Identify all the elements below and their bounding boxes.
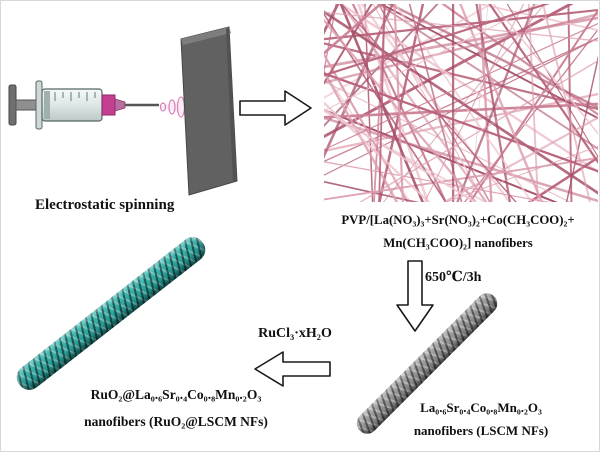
electrospinning-label: Electrostatic spinning	[35, 197, 175, 213]
syringe-icon	[8, 80, 159, 130]
hollow-arrow-right-icon	[239, 90, 312, 126]
mesh-caption-line1: PVP/[La(NO₃)₃+Sr(NO₃)₂+Co(CH₃COO)₂+	[341, 213, 575, 227]
nanofiber-mesh	[324, 4, 598, 202]
hollow-arrow-down-icon	[396, 260, 434, 332]
nanofiber-mesh-svg	[324, 4, 598, 202]
ruo2-caption: RuO₂@La₀.₆Sr₀.₄Co₀.₈Mn₀.₂O₃ nanofibers (…	[35, 381, 317, 435]
ruo2-lscm-nanofiber-rod	[11, 232, 211, 395]
calcination-label: 650℃/3h	[425, 270, 482, 285]
ruo2-caption-line2: nanofibers (RuO₂@LSCM NFs)	[84, 414, 268, 429]
lscm-caption: La₀.₆Sr₀.₄Co₀.₈Mn₀.₂O₃ nanofibers (LSCM …	[381, 397, 581, 443]
mesh-caption: PVP/[La(NO₃)₃+Sr(NO₃)₂+Co(CH₃COO)₂+ Mn(C…	[315, 209, 599, 255]
lscm-caption-line2: nanofibers (LSCM NFs)	[413, 422, 549, 438]
collector-plate-icon	[180, 26, 238, 196]
mesh-caption-line2: Mn(CH₃COO)₂] nanofibers	[383, 235, 533, 250]
ru-treatment-label: RuCl₃·xH₂O	[258, 326, 332, 341]
lscm-caption-line1: La₀.₆Sr₀.₄Co₀.₈Mn₀.₂O₃	[420, 400, 542, 415]
hollow-arrow-left-icon	[254, 351, 331, 387]
ruo2-caption-line1: RuO₂@La₀.₆Sr₀.₄Co₀.₈Mn₀.₂O₃	[90, 387, 262, 402]
